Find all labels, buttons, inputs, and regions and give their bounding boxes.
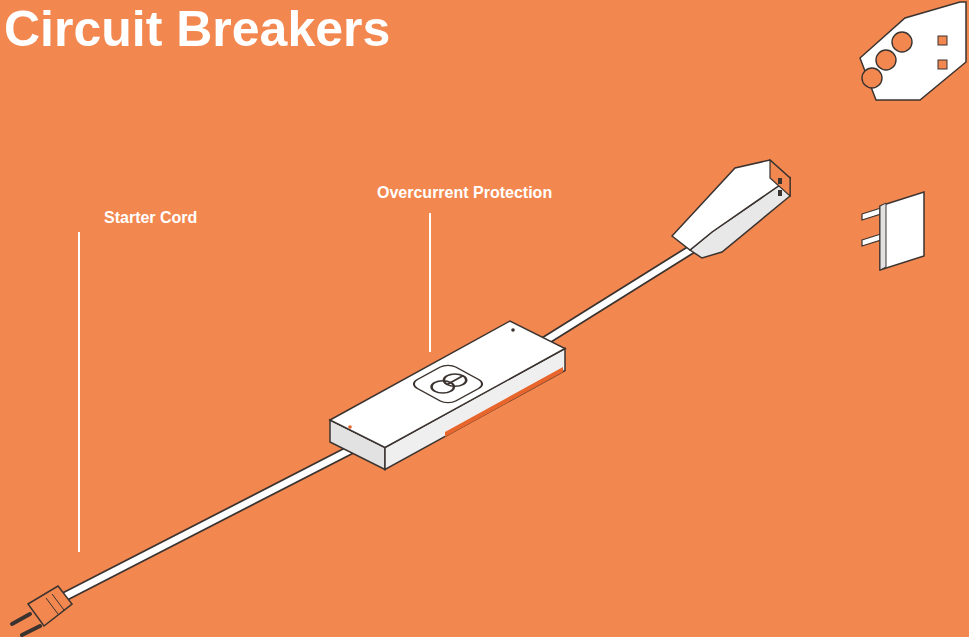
part-label: Starter Cord xyxy=(104,209,197,227)
diagram-title: Circuit Breakers xyxy=(4,2,390,57)
cap-edge xyxy=(880,203,886,270)
breaker-box xyxy=(330,321,565,470)
leader-line xyxy=(78,232,80,552)
part-label: Overcurrent Protection xyxy=(377,184,552,202)
mating-body xyxy=(860,2,966,100)
logo-mark xyxy=(439,372,471,389)
mating-slot xyxy=(938,60,947,69)
mating-connector xyxy=(860,2,966,100)
cord-outline xyxy=(62,446,358,598)
plug-body xyxy=(28,586,72,626)
plug-prong xyxy=(12,614,30,624)
mating-slot xyxy=(938,36,947,45)
cord-outline xyxy=(540,244,700,344)
mating-socket xyxy=(876,50,896,70)
mating-socket xyxy=(892,32,912,52)
logo-frame xyxy=(409,363,486,405)
cap-plate xyxy=(880,192,924,270)
plug xyxy=(12,586,72,635)
leader-line xyxy=(429,213,431,352)
connector-pin xyxy=(778,178,782,184)
box-screw xyxy=(348,425,352,429)
end-cap xyxy=(862,192,924,270)
box-screw xyxy=(511,328,515,332)
logo xyxy=(409,363,486,405)
plug-prong xyxy=(22,626,40,635)
connector-top xyxy=(672,160,790,250)
plug-ridge xyxy=(52,594,64,610)
logo-mark xyxy=(447,376,463,385)
cord xyxy=(62,446,358,598)
box-top-face xyxy=(330,321,565,448)
cord xyxy=(540,244,700,344)
mating-socket xyxy=(862,68,882,88)
connector xyxy=(672,160,790,258)
connector-pin xyxy=(778,190,782,196)
connector-face xyxy=(770,160,790,196)
